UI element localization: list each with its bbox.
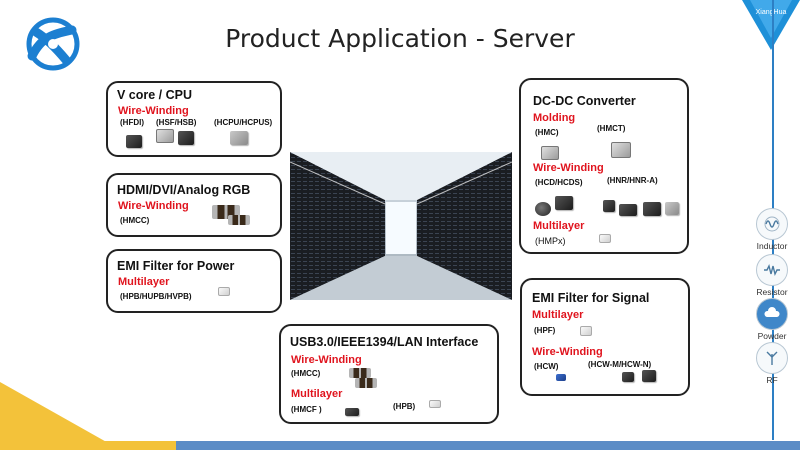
corner-triangle-decoration <box>0 382 110 444</box>
inductor-image <box>555 196 573 210</box>
chip-image <box>622 372 634 382</box>
inductor-image <box>126 135 142 148</box>
chip-image <box>556 374 566 381</box>
chip-image <box>599 234 611 243</box>
footer-bar <box>0 441 800 450</box>
inductor-image <box>665 202 679 215</box>
chip-image <box>642 370 656 382</box>
type-label: Wire-Winding <box>118 200 189 212</box>
sidebar-item-inductor[interactable]: Inductor <box>748 208 796 251</box>
sidebar-item-label: RF <box>766 375 778 385</box>
type-label: Multilayer <box>291 388 343 400</box>
rf-antenna-icon <box>756 342 788 374</box>
box-heading: V core / CPU <box>117 88 193 102</box>
sidebar-item-rf[interactable]: RF <box>748 342 796 385</box>
type-label: Wire-Winding <box>532 346 603 358</box>
type-label: Multilayer <box>532 309 584 321</box>
sidebar-item-resistor[interactable]: Resistor <box>748 254 796 297</box>
part-code: (HPF) <box>534 326 556 335</box>
part-code: (HMPx) <box>535 236 566 246</box>
inductor-image <box>355 378 377 388</box>
part-code: (HMCC) <box>291 369 321 378</box>
box-heading: EMI Filter for Power <box>117 259 235 273</box>
inductor-image <box>178 131 194 145</box>
server-room-image <box>290 152 512 300</box>
inductor-image <box>603 200 615 212</box>
part-code: (HPB/HUPB/HVPB) <box>120 292 192 301</box>
hdmi-box: HDMI/DVI/Analog RGB Wire-Winding (HMCC) <box>106 173 282 237</box>
part-code: (HMC) <box>535 128 559 137</box>
part-code: (HNR/HNR-A) <box>607 176 658 185</box>
part-code: (HCPU/HCPUS) <box>214 118 273 127</box>
inductor-image <box>535 202 551 216</box>
inductor-image <box>156 129 174 143</box>
type-label: Multilayer <box>533 220 585 232</box>
part-code: (HPB) <box>393 402 416 411</box>
powder-cloud-icon <box>756 298 788 330</box>
chip-image <box>580 326 592 336</box>
sidebar-item-label: Resistor <box>756 287 788 297</box>
inductor-coil-icon <box>756 208 788 240</box>
part-code: (HFDI) <box>120 118 144 127</box>
inductor-image <box>643 202 661 216</box>
brand-name: XiangHua <box>755 9 787 16</box>
chip-image <box>218 287 230 296</box>
box-heading: HDMI/DVI/Analog RGB <box>117 183 251 197</box>
brand-ribbon: XiangHua <box>742 0 800 52</box>
part-code: (HSF/HSB) <box>156 118 197 127</box>
box-heading: USB3.0/IEEE1394/LAN Interface <box>290 335 479 349</box>
box-heading: EMI Filter for Signal <box>532 291 650 305</box>
type-label: Multilayer <box>118 276 170 288</box>
inductor-image <box>230 131 248 145</box>
type-label: Wire-Winding <box>118 105 189 117</box>
emi-signal-box: EMI Filter for Signal Multilayer (HPF) W… <box>520 278 690 396</box>
part-code: (HCW) <box>534 362 559 371</box>
xianghua-logo-icon <box>26 17 80 71</box>
page-title: Product Application - Server <box>225 24 575 53</box>
part-code: (HMCT) <box>597 124 626 133</box>
inductor-image <box>619 204 637 216</box>
emi-power-box: EMI Filter for Power Multilayer (HPB/HUP… <box>106 249 282 313</box>
brand-ribbon-shape-icon <box>742 0 800 50</box>
inductor-image <box>611 142 631 158</box>
inductor-image <box>541 146 559 160</box>
inductor-image <box>228 215 250 225</box>
chip-image <box>345 408 359 416</box>
box-heading: DC-DC Converter <box>533 94 636 108</box>
part-code: (HMCC) <box>120 216 150 225</box>
usb-lan-box: USB3.0/IEEE1394/LAN Interface Wire-Windi… <box>279 324 499 424</box>
vcore-cpu-box: V core / CPU Wire-Winding (HFDI) (HSF/HS… <box>106 81 282 157</box>
sidebar-item-powder[interactable]: Powder <box>748 298 796 341</box>
type-label: Wire-Winding <box>533 162 604 174</box>
chip-image <box>429 400 441 408</box>
type-label: Wire-Winding <box>291 354 362 366</box>
part-code: (HMCF ) <box>291 405 322 414</box>
sidebar-item-label: Inductor <box>756 241 788 251</box>
part-code: (HCD/HCDS) <box>535 178 583 187</box>
inductor-image <box>349 368 371 378</box>
part-code: (HCW-M/HCW-N) <box>588 360 652 369</box>
sidebar-item-label: Powder <box>757 331 787 341</box>
type-label: Molding <box>533 112 576 124</box>
resistor-wave-icon <box>756 254 788 286</box>
dcdc-converter-box: DC-DC Converter Molding (HMC) (HMCT) Wir… <box>519 78 689 254</box>
